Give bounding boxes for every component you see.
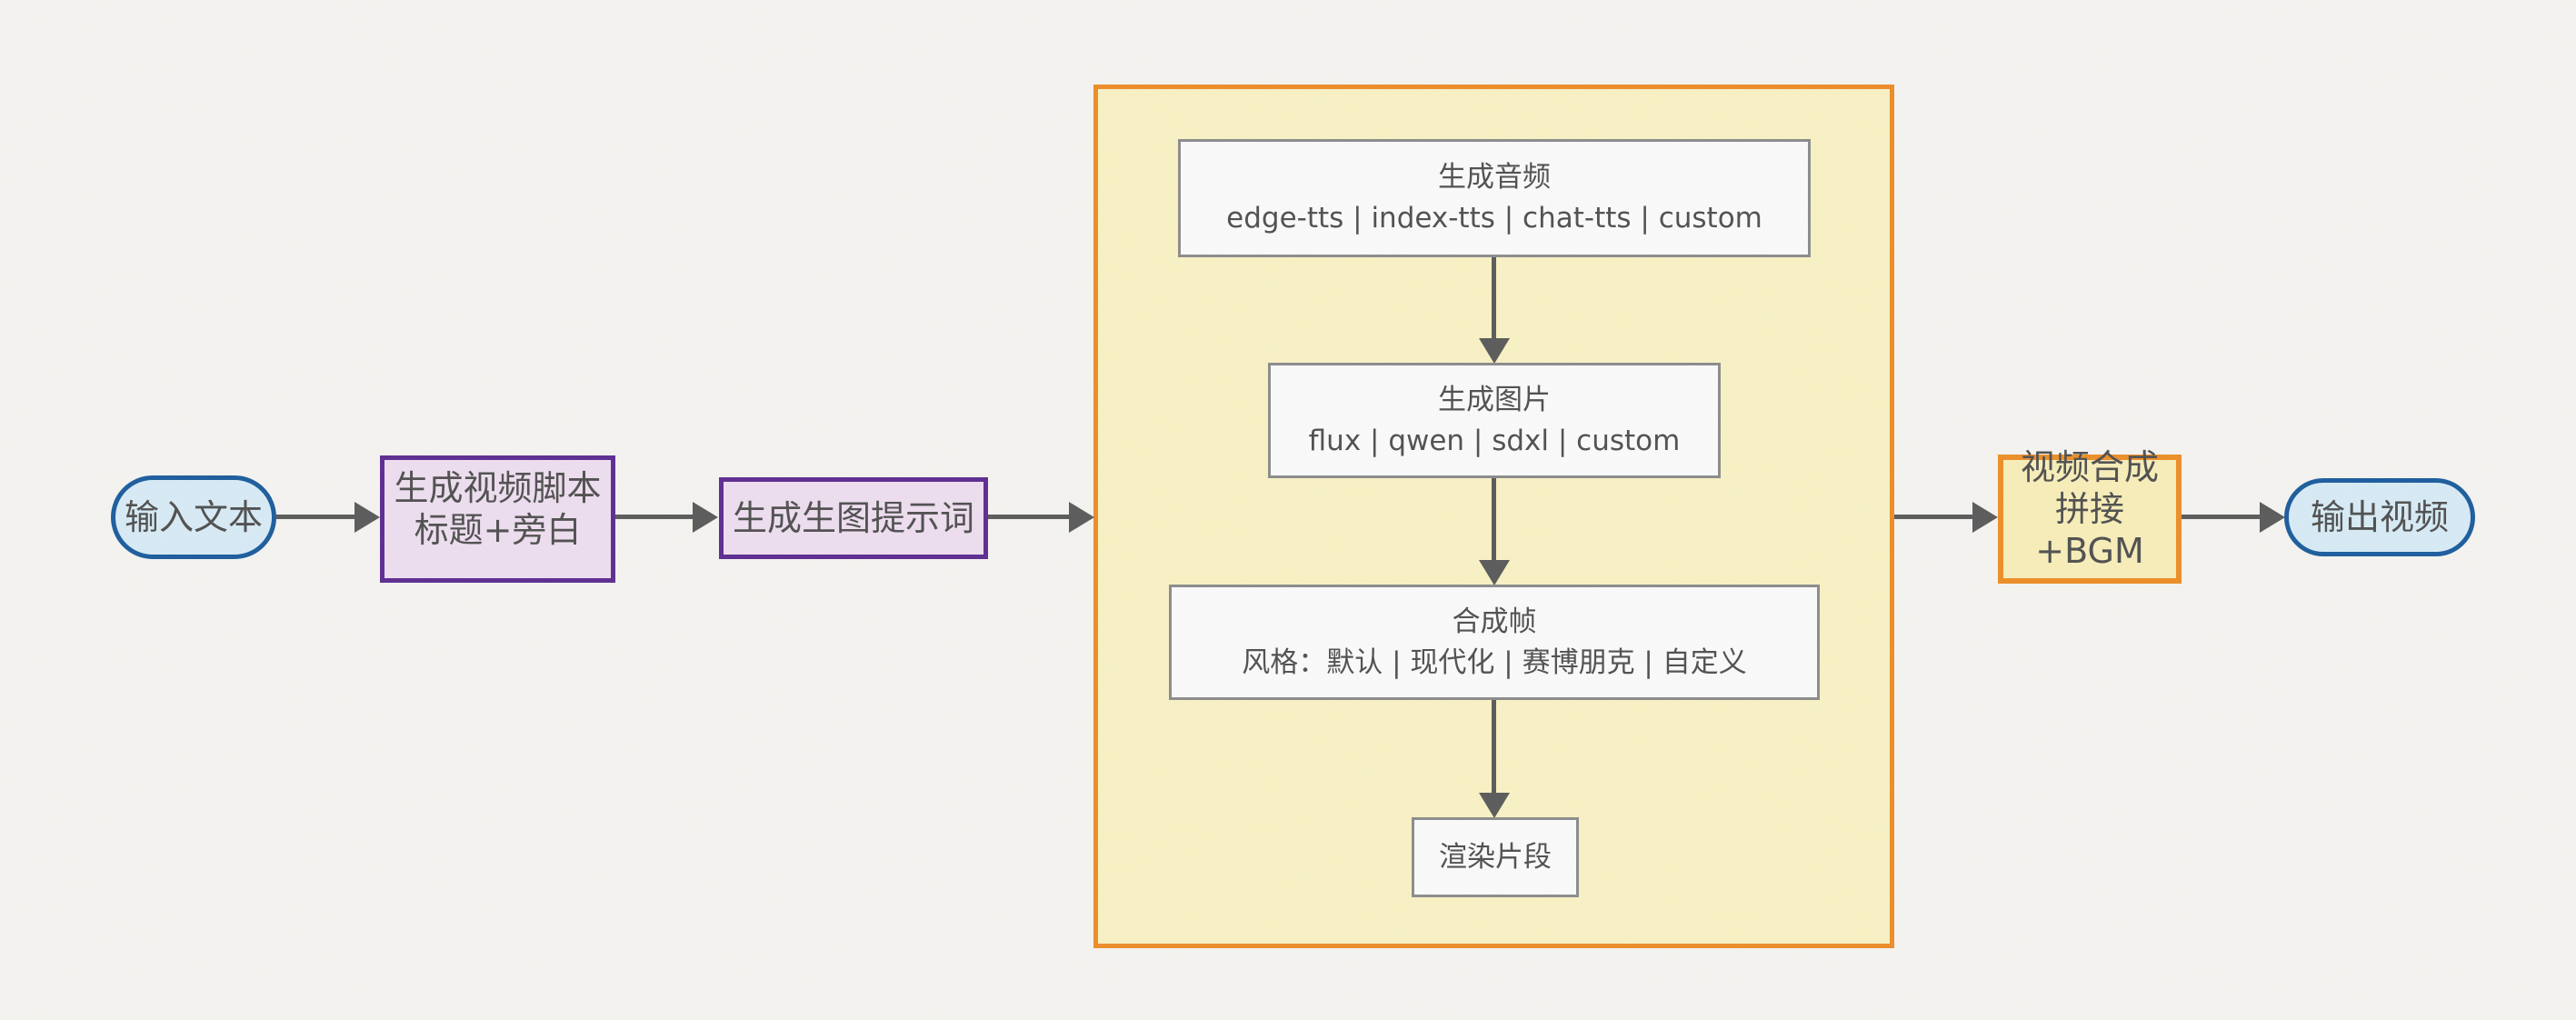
node-generate-script: 生成视频脚本 标题+旁白: [380, 455, 615, 583]
node-video-compose: 视频合成 拼接+BGM: [1998, 447, 2182, 584]
edge-frame-to-render-arrowhead-icon: [1479, 793, 1510, 818]
edge-compose-to-output-line: [2182, 515, 2260, 519]
node-compose-frame-line2: 风格：默认 | 现代化 | 赛博朋克 | 自定义: [1242, 645, 1747, 679]
node-compose-frame-line1: 合成帧: [1452, 605, 1537, 638]
edge-subgraph-to-compose-line: [1894, 515, 1972, 519]
edge-audio-to-image-line: [1492, 257, 1496, 338]
edge-image-to-frame-line: [1492, 478, 1496, 560]
edge-image-to-frame-arrowhead-icon: [1479, 560, 1510, 585]
node-generate-audio-line1: 生成音频: [1438, 161, 1551, 194]
edge-prompt-to-subgraph-arrowhead-icon: [1069, 502, 1094, 533]
node-generate-script-line1: 生成视频脚本: [394, 468, 602, 508]
edge-input-to-script-line: [276, 515, 356, 519]
node-video-compose-line2: 拼接+BGM: [2035, 489, 2144, 571]
edge-frame-to-render-line: [1492, 700, 1496, 793]
node-render-segment-label: 渲染片段: [1439, 840, 1552, 874]
edge-subgraph-to-compose-arrowhead-icon: [1972, 502, 1998, 533]
node-generate-prompt: 生成生图提示词: [719, 477, 988, 559]
node-generate-audio-line2: edge-tts | index-tts | chat-tts | custom: [1226, 202, 1762, 235]
subgraph-segment-pipeline: 生成音频 edge-tts | index-tts | chat-tts | c…: [1093, 85, 1894, 948]
edge-script-to-prompt-arrowhead-icon: [693, 502, 718, 533]
node-video-compose-line1: 视频合成: [2020, 447, 2159, 487]
node-render-segment: 渲染片段: [1412, 817, 1579, 897]
node-output-video-label: 输出视频: [2310, 497, 2449, 537]
node-generate-audio: 生成音频 edge-tts | index-tts | chat-tts | c…: [1178, 139, 1811, 257]
node-generate-image: 生成图片 flux | qwen | sdxl | custom: [1268, 363, 1721, 478]
node-input-text-label: 输入文本: [124, 497, 263, 537]
node-generate-script-line2: 标题+旁白: [414, 510, 582, 550]
node-input-text: 输入文本: [111, 475, 276, 559]
node-compose-frame: 合成帧 风格：默认 | 现代化 | 赛博朋克 | 自定义: [1169, 585, 1820, 700]
node-output-video: 输出视频: [2284, 478, 2475, 556]
edge-script-to-prompt-line: [615, 515, 693, 519]
node-generate-image-line1: 生成图片: [1438, 383, 1551, 416]
edge-audio-to-image-arrowhead-icon: [1479, 338, 1510, 364]
edge-input-to-script-arrowhead-icon: [354, 502, 380, 533]
edge-compose-to-output-arrowhead-icon: [2260, 502, 2285, 533]
node-generate-prompt-label: 生成生图提示词: [732, 498, 974, 538]
node-generate-image-line2: flux | qwen | sdxl | custom: [1308, 424, 1681, 457]
edge-prompt-to-subgraph-line: [988, 515, 1069, 519]
